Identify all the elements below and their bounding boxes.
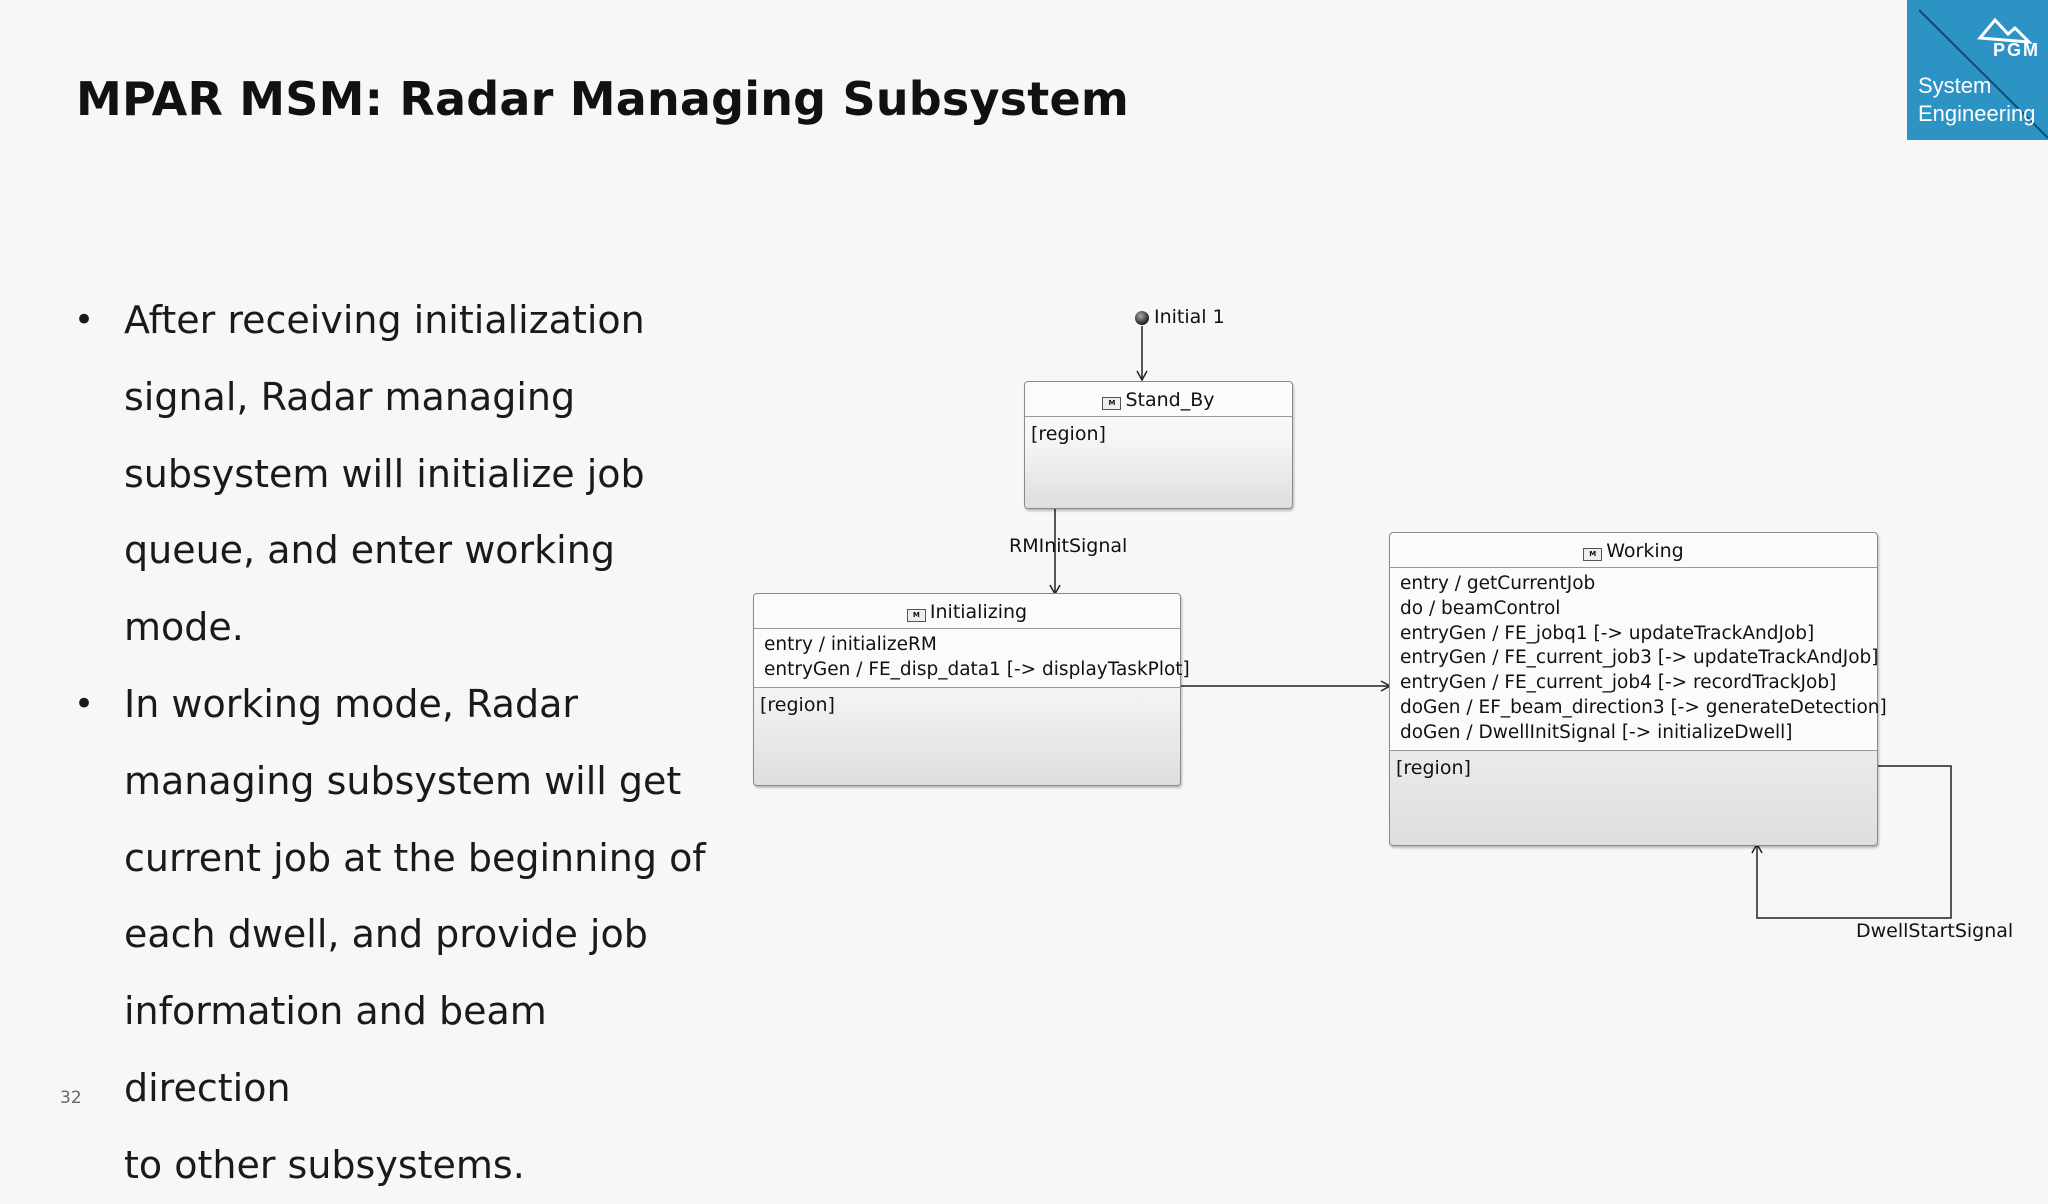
action-line: entryGen / FE_jobq1 [-> updateTrackAndJo… [1400, 622, 1815, 644]
state-name: Stand_By [1125, 389, 1215, 411]
bullet-line: information and beam direction [124, 989, 547, 1110]
bullet-line: In working mode, Radar [124, 681, 578, 726]
bullet-item: • In working mode, Radar managing subsys… [74, 666, 714, 1204]
bullet-dot: • [74, 300, 95, 340]
logo-graphic [1918, 9, 2048, 139]
dwell-start-self-transition[interactable] [1756, 765, 1952, 919]
mountain-icon [1976, 17, 2033, 44]
bullet-line: signal, Radar managing [124, 374, 576, 419]
action-line: do / beamControl [1400, 597, 1561, 619]
dwell-start-signal-label: DwellStartSignal [1856, 920, 2014, 942]
state-actions: entry / getCurrentJob do / beamControl e… [1390, 568, 1887, 751]
action-line: entryGen / FE_current_job4 [-> recordTra… [1400, 672, 1837, 694]
slide-title: MPAR MSM: Radar Managing Subsystem [76, 72, 1129, 126]
logo-mark: PGM [1992, 40, 2040, 60]
bullet-text: After receiving initialization signal, R… [124, 298, 645, 649]
action-line: entryGen / FE_disp_data1 [-> displayTask… [764, 658, 1190, 680]
bullet-item: • After receiving initialization signal,… [74, 282, 714, 666]
logo-line1: System [1918, 73, 1992, 98]
state-region: [region] [1031, 423, 1106, 445]
pgm-logo: PGM System Engineering [1907, 0, 2048, 140]
state-actions: entry / initializeRM entryGen / FE_disp_… [754, 629, 1190, 688]
bullet-line: subsystem will initialize job [124, 451, 645, 496]
bullet-line: After receiving initialization [124, 298, 645, 342]
bullet-line: managing subsystem will get [124, 758, 682, 803]
initial-node[interactable] [1135, 311, 1149, 325]
action-line: doGen / DwellInitSignal [-> initializeDw… [1400, 721, 1793, 743]
state-region: [region] [760, 693, 835, 716]
bullet-line: each dwell, and provide job [124, 912, 648, 957]
state-machine-icon: M [906, 609, 926, 622]
page-number: 32 [60, 1088, 82, 1108]
rm-init-signal-label: RMInitSignal [1009, 535, 1128, 557]
arrowhead [1136, 370, 1148, 382]
logo-line2: Engineering [1918, 101, 2036, 126]
bullet-list: • After receiving initialization signal,… [74, 282, 714, 1204]
action-line: doGen / EF_beam_direction3 [-> generateD… [1400, 696, 1887, 718]
state-machine-icon: M [1102, 397, 1122, 410]
bullet-line: current job at the beginning of [124, 835, 706, 880]
initial-label: Initial 1 [1154, 306, 1225, 328]
bullet-dot: • [74, 683, 95, 724]
state-name: Initializing [929, 601, 1028, 623]
bullet-text: In working mode, Radar managing subsyste… [124, 682, 706, 1187]
state-region: [region] [1396, 756, 1471, 779]
action-line: entry / initializeRM [764, 634, 937, 655]
bullet-line: queue, and enter working mode. [124, 528, 615, 650]
action-line: entryGen / FE_current_job3 [-> updateTra… [1400, 647, 1879, 669]
action-line: entry / getCurrentJob [1400, 573, 1596, 594]
state-machine-icon: M [1583, 548, 1603, 561]
state-name: Working [1606, 540, 1684, 562]
